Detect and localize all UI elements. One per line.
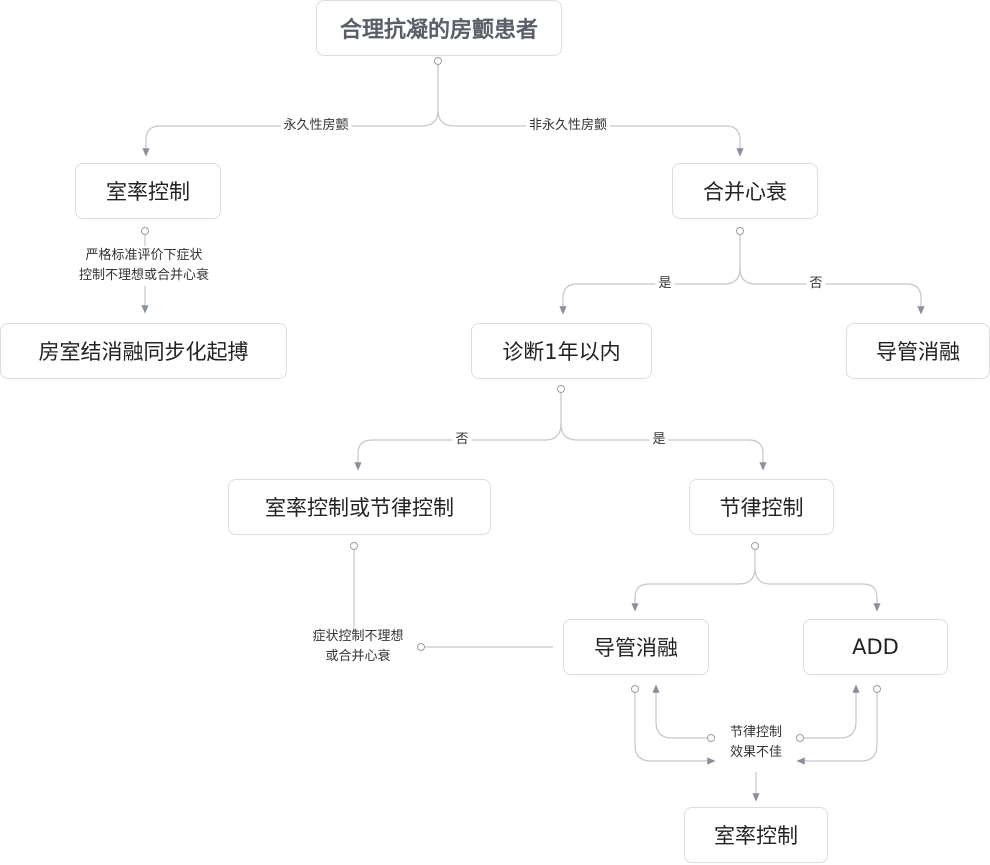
node-catheter-ablation[interactable]: 导管消融 [846, 323, 990, 379]
edge-label-rhythm-poor: 节律控制 效果不佳 [727, 723, 785, 763]
node-catheter-ablation-2[interactable]: 导管消融 [563, 619, 709, 675]
edge-root-left [142, 65, 439, 157]
edge-poor-to-add [804, 684, 860, 739]
edge-label-line: 效果不佳 [729, 745, 783, 760]
edge-label-line: 症状控制不理想 [312, 629, 404, 644]
edge-label-symptom: 症状控制不理想 或合并心衰 [309, 627, 406, 667]
edge-label-hf-yes: 是 [655, 274, 675, 294]
edge-rhythm-right [754, 567, 881, 612]
edge-label-hf-no: 否 [806, 274, 826, 294]
edge-rhythm-left [631, 550, 756, 612]
edge-label-line: 严格标准评价下症状 [85, 248, 203, 263]
edge-label-permanent: 永久性房颤 [280, 116, 352, 136]
node-rhythm-control[interactable]: 节律控制 [689, 479, 834, 535]
node-heart-failure[interactable]: 合并心衰 [672, 163, 818, 219]
node-rate-control-2[interactable]: 室率控制 [684, 807, 828, 863]
edge-label-line: 控制不理想或合并心衰 [78, 268, 210, 283]
edge-hf-yes [559, 235, 741, 315]
node-rate-control[interactable]: 室率控制 [75, 163, 221, 219]
edge-label-line: 节律控制 [729, 725, 783, 740]
edge-ablation-to-poor [634, 693, 716, 765]
node-av-ablation-pacing[interactable]: 房室结消融同步化起搏 [0, 323, 287, 379]
node-add[interactable]: ADD [803, 619, 948, 675]
edge-diag-yes [560, 423, 767, 471]
edge-hf-no [739, 267, 925, 315]
edge-add-to-poor [796, 693, 878, 765]
edge-label-diag-yes: 是 [649, 430, 669, 450]
edge-poor-to-ablation [652, 684, 707, 739]
edge-label-line: 或合并心衰 [325, 649, 391, 664]
edge-label-diag-no: 否 [452, 430, 472, 450]
edge-label-strict-eval: 严格标准评价下症状 控制不理想或合并心衰 [75, 246, 213, 286]
node-rate-or-rhythm[interactable]: 室率控制或节律控制 [228, 479, 491, 535]
edge-root-right [437, 109, 744, 157]
node-diag-within-1yr[interactable]: 诊断1年以内 [471, 323, 652, 379]
node-root[interactable]: 合理抗凝的房颤患者 [316, 0, 562, 56]
edge-label-non-permanent: 非永久性房颤 [525, 116, 611, 136]
